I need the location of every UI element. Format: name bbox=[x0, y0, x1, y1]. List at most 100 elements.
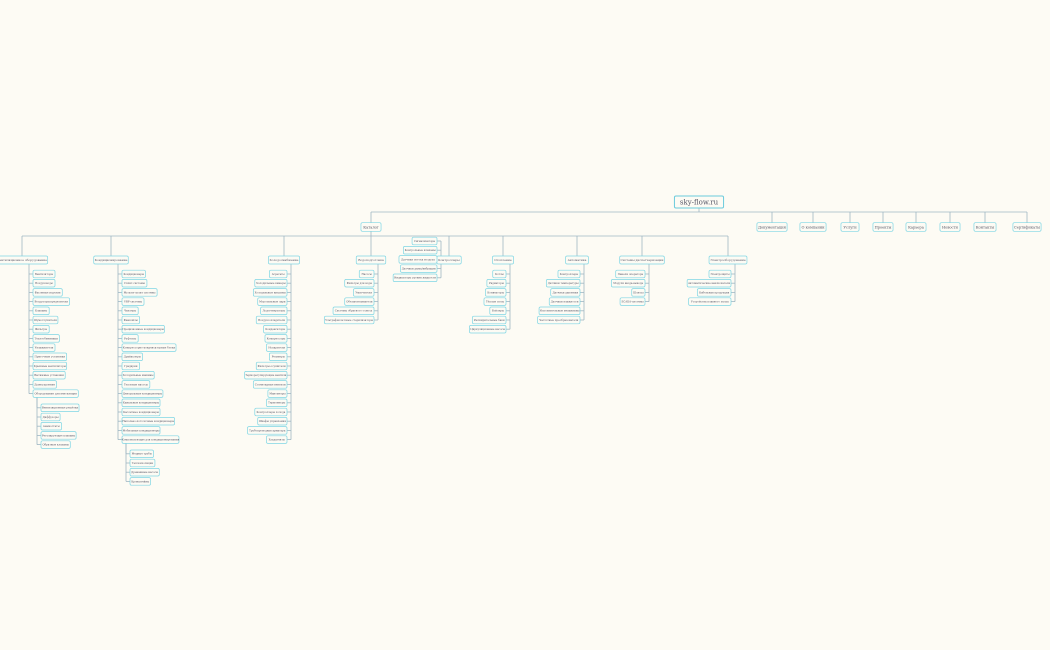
leaf-node[interactable]: Автоматические выключатели bbox=[686, 279, 732, 288]
sub-leaf-node[interactable]: Обратные клапаны bbox=[40, 440, 71, 449]
leaf-node[interactable]: Датчики температуры bbox=[545, 279, 581, 288]
category-node[interactable]: Кондиционирование bbox=[93, 255, 129, 265]
shelf-parent-node[interactable]: Контроллеры bbox=[436, 255, 462, 265]
leaf-node[interactable]: Сплит-системы bbox=[121, 279, 148, 288]
leaf-node[interactable]: Контроллеры bbox=[557, 269, 581, 279]
sub-leaf-node[interactable]: Медные трубы bbox=[129, 449, 154, 458]
category-node[interactable]: Отопление bbox=[492, 255, 514, 265]
leaf-node[interactable]: Шкафы управления bbox=[257, 417, 288, 426]
category-node[interactable]: Электрооборудование bbox=[708, 255, 748, 265]
leaf-node[interactable]: Воздухоохладители bbox=[255, 315, 288, 325]
leaf-node[interactable]: Контроллеры холода bbox=[254, 407, 288, 417]
leaf-node[interactable]: Приточные установки bbox=[32, 352, 68, 361]
leaf-node[interactable]: Датчики влажности bbox=[548, 297, 581, 306]
leaf-node[interactable]: Компрессорно-конденсаторные блоки bbox=[121, 343, 177, 352]
leaf-node[interactable]: Кассетные кондиционеры bbox=[121, 407, 161, 417]
leaf-node[interactable]: Панели оператора bbox=[615, 269, 646, 279]
leaf-node[interactable]: Мульти-сплит системы bbox=[121, 288, 158, 297]
top-node[interactable]: Услуги bbox=[840, 222, 860, 232]
leaf-node[interactable]: Воздухораспределители bbox=[32, 297, 70, 306]
leaf-node[interactable]: Ультрафиолетовые стерилизаторы bbox=[323, 315, 375, 325]
leaf-node[interactable]: Холодильные машины bbox=[121, 371, 155, 380]
leaf-node[interactable]: Термометры bbox=[266, 398, 288, 407]
leaf-node[interactable]: Чиллеры bbox=[121, 306, 139, 315]
leaf-node[interactable]: Вытяжные установки bbox=[32, 371, 66, 380]
top-node[interactable]: Новости bbox=[939, 222, 961, 232]
shelf-node[interactable]: Контрольные клапаны bbox=[402, 246, 438, 255]
top-node[interactable]: Контакты bbox=[973, 222, 997, 232]
leaf-node[interactable]: Фасонные изделия bbox=[32, 288, 63, 297]
category-node[interactable]: Автоматика bbox=[565, 255, 589, 265]
category-node[interactable]: Системы диспетчеризации bbox=[619, 255, 665, 265]
sub-leaf-node[interactable]: Анемостаты bbox=[40, 422, 62, 431]
shelf-node[interactable]: Индикаторы уровня жидкости bbox=[392, 273, 438, 282]
category-node[interactable]: Водоподготовка bbox=[355, 255, 387, 265]
leaf-node[interactable]: Компрессоры bbox=[264, 334, 288, 343]
leaf-node[interactable]: Фильтры для воды bbox=[344, 279, 375, 288]
sub-leaf-node[interactable]: Вентиляционные решётки bbox=[40, 403, 80, 412]
leaf-node[interactable]: Устройства плавного пуска bbox=[688, 297, 732, 306]
shelf-node[interactable]: Датчики потока воздуха bbox=[398, 255, 438, 264]
leaf-node[interactable]: Холодильные витрины bbox=[252, 288, 288, 297]
leaf-node[interactable]: SCADA-системы bbox=[619, 297, 646, 306]
leaf-node[interactable]: Конденсаторы bbox=[263, 325, 288, 334]
top-node[interactable]: О компании bbox=[799, 222, 827, 232]
leaf-node[interactable]: Центральные кондиционеры bbox=[121, 389, 164, 398]
top-node[interactable]: Карьера bbox=[905, 222, 927, 232]
leaf-node[interactable]: Радиаторы bbox=[486, 279, 507, 288]
leaf-node[interactable]: VRF-системы bbox=[121, 297, 145, 306]
leaf-node[interactable]: Фильтры-осушители bbox=[255, 361, 288, 371]
leaf-node[interactable]: Ресиверы bbox=[269, 352, 288, 361]
shelf-node[interactable]: Датчики дыма/вибрации bbox=[400, 264, 438, 273]
leaf-node[interactable]: Агрегаты bbox=[269, 269, 288, 279]
leaf-node[interactable]: Тёплые полы bbox=[483, 297, 507, 306]
leaf-node[interactable]: Крышные вентиляторы bbox=[32, 361, 68, 371]
leaf-node[interactable]: Фильтры bbox=[32, 325, 50, 334]
leaf-node[interactable]: Тепловые насосы bbox=[121, 380, 151, 389]
leaf-node[interactable]: Кабельная продукция bbox=[696, 288, 732, 297]
leaf-node[interactable]: Руфтопы bbox=[121, 334, 139, 343]
category-node[interactable]: Вентиляционное оборудование bbox=[0, 255, 49, 265]
top-node[interactable]: Проекты bbox=[872, 222, 894, 232]
leaf-node[interactable]: Соленоидные вентили bbox=[252, 380, 288, 389]
leaf-node[interactable]: Циркуляционные насосы bbox=[469, 325, 507, 334]
leaf-node[interactable]: Умягчители bbox=[353, 288, 375, 297]
leaf-node[interactable]: Котлы bbox=[492, 269, 507, 279]
leaf-node[interactable]: Конвекторы bbox=[485, 288, 507, 297]
leaf-node[interactable]: Электрощиты bbox=[708, 269, 732, 279]
leaf-node[interactable]: Холодильные камеры bbox=[254, 279, 288, 288]
sub-leaf-node[interactable]: Теплоизоляция bbox=[129, 458, 156, 468]
leaf-node[interactable]: Прецизионные кондиционеры bbox=[121, 325, 165, 334]
leaf-node[interactable]: Оборудование для вентиляции bbox=[32, 389, 79, 398]
leaf-node[interactable]: Бойлеры bbox=[489, 306, 507, 315]
leaf-node[interactable]: Испарители bbox=[266, 343, 288, 352]
leaf-node[interactable]: Фанкойлы bbox=[121, 315, 140, 325]
leaf-node[interactable]: Кондиционеры bbox=[121, 269, 146, 279]
leaf-node[interactable]: Теплообменники bbox=[32, 334, 60, 343]
leaf-node[interactable]: Частотные преобразователи bbox=[537, 315, 581, 325]
top-node[interactable]: Сертификаты bbox=[1012, 222, 1042, 232]
leaf-node[interactable]: Вентиляторы bbox=[32, 269, 56, 279]
leaf-node[interactable]: Шлюзы bbox=[631, 288, 646, 297]
sub-leaf-node[interactable]: Регулирующие клапаны bbox=[40, 431, 77, 440]
leaf-node[interactable]: Хладагенты bbox=[266, 435, 288, 444]
sub-leaf-node[interactable]: Диффузоры bbox=[40, 412, 61, 422]
sub-leaf-node[interactable]: Дренажные насосы bbox=[129, 468, 160, 477]
leaf-node[interactable]: Трубопроводная арматура bbox=[247, 426, 288, 435]
leaf-node[interactable]: Льдогенераторы bbox=[260, 306, 288, 315]
root-node[interactable]: sky-flow.ru bbox=[673, 195, 725, 209]
leaf-node[interactable]: Канальные кондиционеры bbox=[121, 398, 161, 407]
top-node[interactable]: Документация bbox=[756, 222, 788, 232]
leaf-node[interactable]: Обезжелезиватели bbox=[344, 297, 375, 306]
leaf-node[interactable]: Морозильные лари bbox=[257, 297, 288, 306]
leaf-node[interactable]: Градирни bbox=[121, 361, 140, 371]
leaf-node[interactable]: Системы обратного осмоса bbox=[332, 306, 375, 315]
leaf-node[interactable]: Увлажнители bbox=[32, 343, 56, 352]
leaf-node[interactable]: Драйкулеры bbox=[121, 352, 143, 361]
leaf-node[interactable]: Терморегулирующие вентили bbox=[244, 371, 288, 380]
leaf-node[interactable]: Мобильные кондиционеры bbox=[121, 426, 161, 435]
leaf-node[interactable]: Манометры bbox=[267, 389, 288, 398]
top-node-catalog[interactable]: Каталог bbox=[360, 222, 382, 232]
leaf-node[interactable]: Воздуховоды bbox=[32, 279, 56, 288]
leaf-node[interactable]: Датчики давления bbox=[550, 288, 581, 297]
